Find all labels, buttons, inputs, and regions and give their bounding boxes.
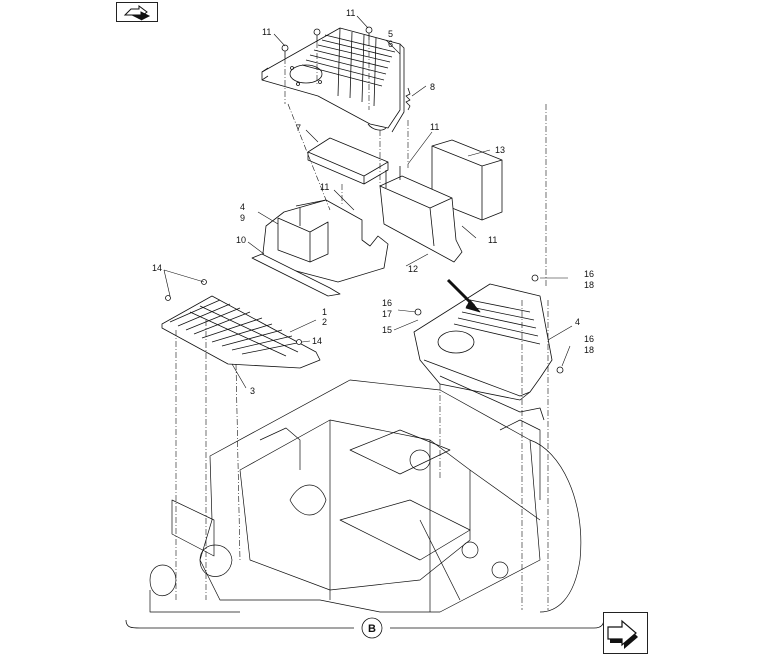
callout-18: 18 <box>584 280 594 290</box>
callout-11: 11 <box>262 27 271 37</box>
callout-14: 14 <box>312 336 322 346</box>
housing-item-4-9 <box>261 199 389 283</box>
callout-16: 16 <box>382 298 392 308</box>
callout-14: 14 <box>152 263 162 273</box>
callout-4: 4 <box>575 317 580 327</box>
callout-11: 11 <box>430 122 439 132</box>
next-page-button[interactable] <box>603 612 648 654</box>
right-step-panel <box>413 274 564 421</box>
bracket-item-12 <box>379 166 463 263</box>
bolt-11-top-a <box>281 44 289 58</box>
callout-15: 15 <box>382 325 392 335</box>
callout-18: 18 <box>584 345 594 355</box>
chassis-frame <box>149 379 582 613</box>
spring-item-8 <box>405 87 411 111</box>
callout-12: 12 <box>408 264 418 274</box>
callout-16: 16 <box>584 334 594 344</box>
callout-10: 10 <box>236 235 246 245</box>
callout-8: 8 <box>430 82 435 92</box>
callout-11: 11 <box>346 8 355 18</box>
callout-5: 5 <box>388 29 393 39</box>
bolt-11-top-b <box>313 28 321 42</box>
callout-17: 17 <box>382 309 392 319</box>
strip-item-10 <box>251 253 341 297</box>
callout-7: 7 <box>296 123 301 133</box>
left-step-panel <box>161 279 321 369</box>
back-page-icon <box>123 5 151 21</box>
upper-step-panel <box>261 27 405 133</box>
callout-3: 3 <box>250 386 255 396</box>
bolt-11-top-c <box>365 26 373 40</box>
callout-16: 16 <box>584 269 594 279</box>
leader-lines <box>163 15 573 389</box>
callout-13: 13 <box>495 145 505 155</box>
view-marker-circle <box>361 617 383 639</box>
pad-item-7 <box>307 137 389 185</box>
back-page-button[interactable] <box>116 2 158 22</box>
view-marker-label: B <box>368 623 376 635</box>
callout-6: 6 <box>388 39 393 49</box>
callout-4: 4 <box>240 202 245 212</box>
callout-2: 2 <box>322 317 327 327</box>
callout-11: 11 <box>488 235 497 245</box>
callout-1: 1 <box>322 307 327 317</box>
alignment-lines <box>175 40 549 610</box>
callout-11: 11 <box>320 182 329 192</box>
callout-9: 9 <box>240 213 245 223</box>
next-page-icon <box>607 619 638 649</box>
